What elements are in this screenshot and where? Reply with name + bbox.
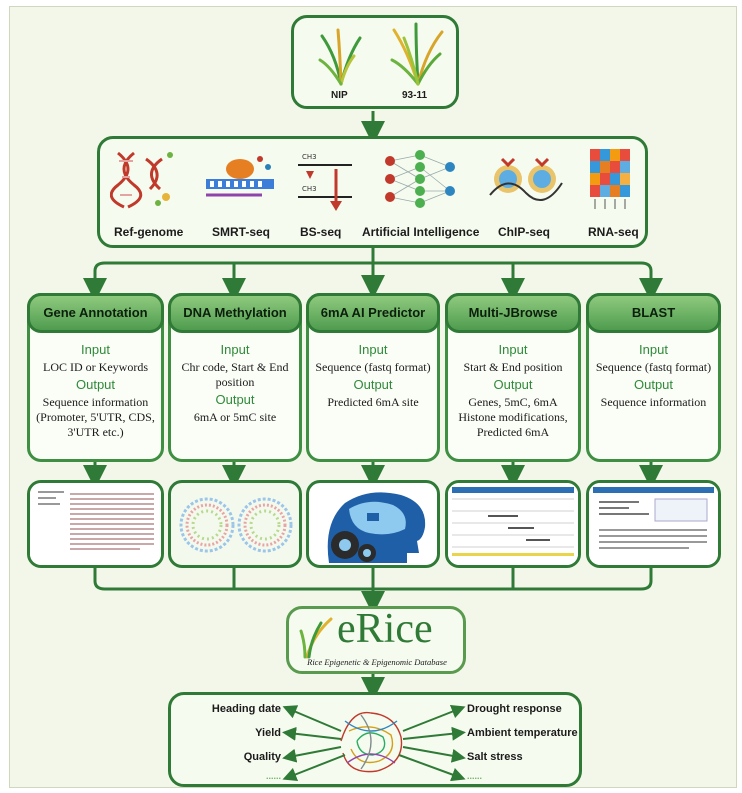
module-multi-jbrowse: Multi-JBrowse Input Start & End position… — [445, 293, 581, 462]
input-heading: Input — [498, 342, 528, 357]
variety-label-93-11: 93-11 — [402, 90, 428, 101]
variety-label-nip: NIP — [331, 90, 348, 101]
erice-logo-box: eRice Rice Epigenetic & Epigenomic Datab… — [286, 606, 466, 674]
technique-label: RNA-seq — [588, 225, 639, 239]
chip-seq-icon — [489, 157, 563, 202]
output-text: Sequence information (Promoter, 5'UTR, C… — [36, 395, 155, 439]
module-title: DNA Methylation — [168, 293, 302, 333]
technique-label: SMRT-seq — [212, 225, 271, 239]
svg-text:CH3: CH3 — [302, 185, 317, 193]
dna-methylation-screenshot — [168, 480, 302, 568]
module-body: Input LOC ID or Keywords Output Sequence… — [34, 340, 157, 440]
effect-label: Drought response — [467, 703, 562, 715]
rice-varieties-box: NIP 93-11 — [291, 15, 459, 109]
input-heading: Input — [81, 342, 110, 357]
jbrowse-screenshot — [445, 480, 581, 568]
output-heading: Output — [493, 377, 533, 392]
erice-tagline: Rice Epigenetic & Epigenomic Database — [307, 657, 447, 667]
module-body: Input Sequence (fastq format) Output Seq… — [593, 340, 714, 410]
input-text: Start & End position — [463, 360, 563, 374]
module-blast: BLAST Input Sequence (fastq format) Outp… — [586, 293, 721, 462]
module-body: Input Start & End position Output Genes,… — [452, 340, 574, 440]
smrt-sequencing-icon — [206, 156, 274, 197]
blast-screenshot — [586, 480, 721, 568]
diagram-canvas: NIP 93-11 CH3 CH3 — [9, 6, 737, 788]
svg-text:CH3: CH3 — [302, 153, 317, 161]
technique-label: ChIP-seq — [498, 225, 551, 239]
bisulfite-sequencing-icon: CH3 CH3 — [298, 153, 352, 211]
output-text: Genes, 5mC, 6mA Histone modifications, P… — [458, 395, 568, 439]
phenotype-effects-box: Heading date Yield Quality ...... Drough… — [168, 692, 582, 787]
output-text: 6mA or 5mC site — [193, 410, 277, 424]
input-heading: Input — [220, 342, 250, 357]
techniques-box: CH3 CH3 — [97, 136, 648, 248]
effect-label: ...... — [467, 771, 483, 781]
effect-arrows — [282, 705, 466, 782]
gene-annotation-screenshot — [27, 480, 164, 568]
input-text: Sequence (fastq format) — [315, 360, 431, 374]
erice-wordmark: eRice — [337, 606, 433, 652]
technique-label: BS-seq — [300, 225, 342, 239]
chromatin-icon — [340, 711, 403, 773]
neural-network-icon — [385, 150, 455, 208]
input-text: Chr code, Start & End position — [181, 360, 289, 389]
module-body: Input Chr code, Start & End position Out… — [175, 340, 295, 425]
output-heading: Output — [353, 377, 393, 392]
ai-predictor-screenshot — [306, 480, 440, 568]
output-text: Sequence information — [600, 395, 707, 409]
output-text: Predicted 6mA site — [327, 395, 419, 409]
effect-label: Yield — [255, 727, 281, 739]
output-heading: Output — [75, 377, 116, 392]
connector-lines — [83, 111, 663, 701]
module-title: Gene Annotation — [27, 293, 164, 333]
heatmap-icon — [590, 149, 630, 209]
effect-label: Quality — [243, 751, 281, 763]
input-text: Sequence (fastq format) — [595, 360, 712, 374]
output-heading: Output — [633, 377, 674, 392]
input-heading: Input — [358, 342, 388, 357]
module-dna-methylation: DNA Methylation Input Chr code, Start & … — [168, 293, 302, 462]
module-gene-annotation: Gene Annotation Input LOC ID or Keywords… — [27, 293, 164, 462]
rice-plant-icon — [390, 22, 444, 86]
effect-label: Heading date — [211, 703, 281, 715]
rice-plant-icon — [299, 617, 333, 659]
input-heading: Input — [639, 342, 668, 357]
technique-label: Ref-genome — [114, 225, 184, 239]
technique-label: Artificial Intelligence — [362, 225, 480, 239]
module-body: Input Sequence (fastq format) Output Pre… — [313, 340, 433, 410]
dna-helix-icon — [110, 151, 173, 209]
input-text: LOC ID or Keywords — [43, 360, 148, 374]
module-title: 6mA AI Predictor — [306, 293, 440, 333]
module-title: Multi-JBrowse — [445, 293, 581, 333]
rice-plant-icon — [318, 28, 362, 86]
output-heading: Output — [215, 392, 255, 407]
effect-label: ...... — [265, 771, 281, 781]
effect-label: Ambient temperature — [467, 727, 578, 739]
effect-label: Salt stress — [467, 751, 523, 763]
module-6ma-ai-predictor: 6mA AI Predictor Input Sequence (fastq f… — [306, 293, 440, 462]
module-title: BLAST — [586, 293, 721, 333]
